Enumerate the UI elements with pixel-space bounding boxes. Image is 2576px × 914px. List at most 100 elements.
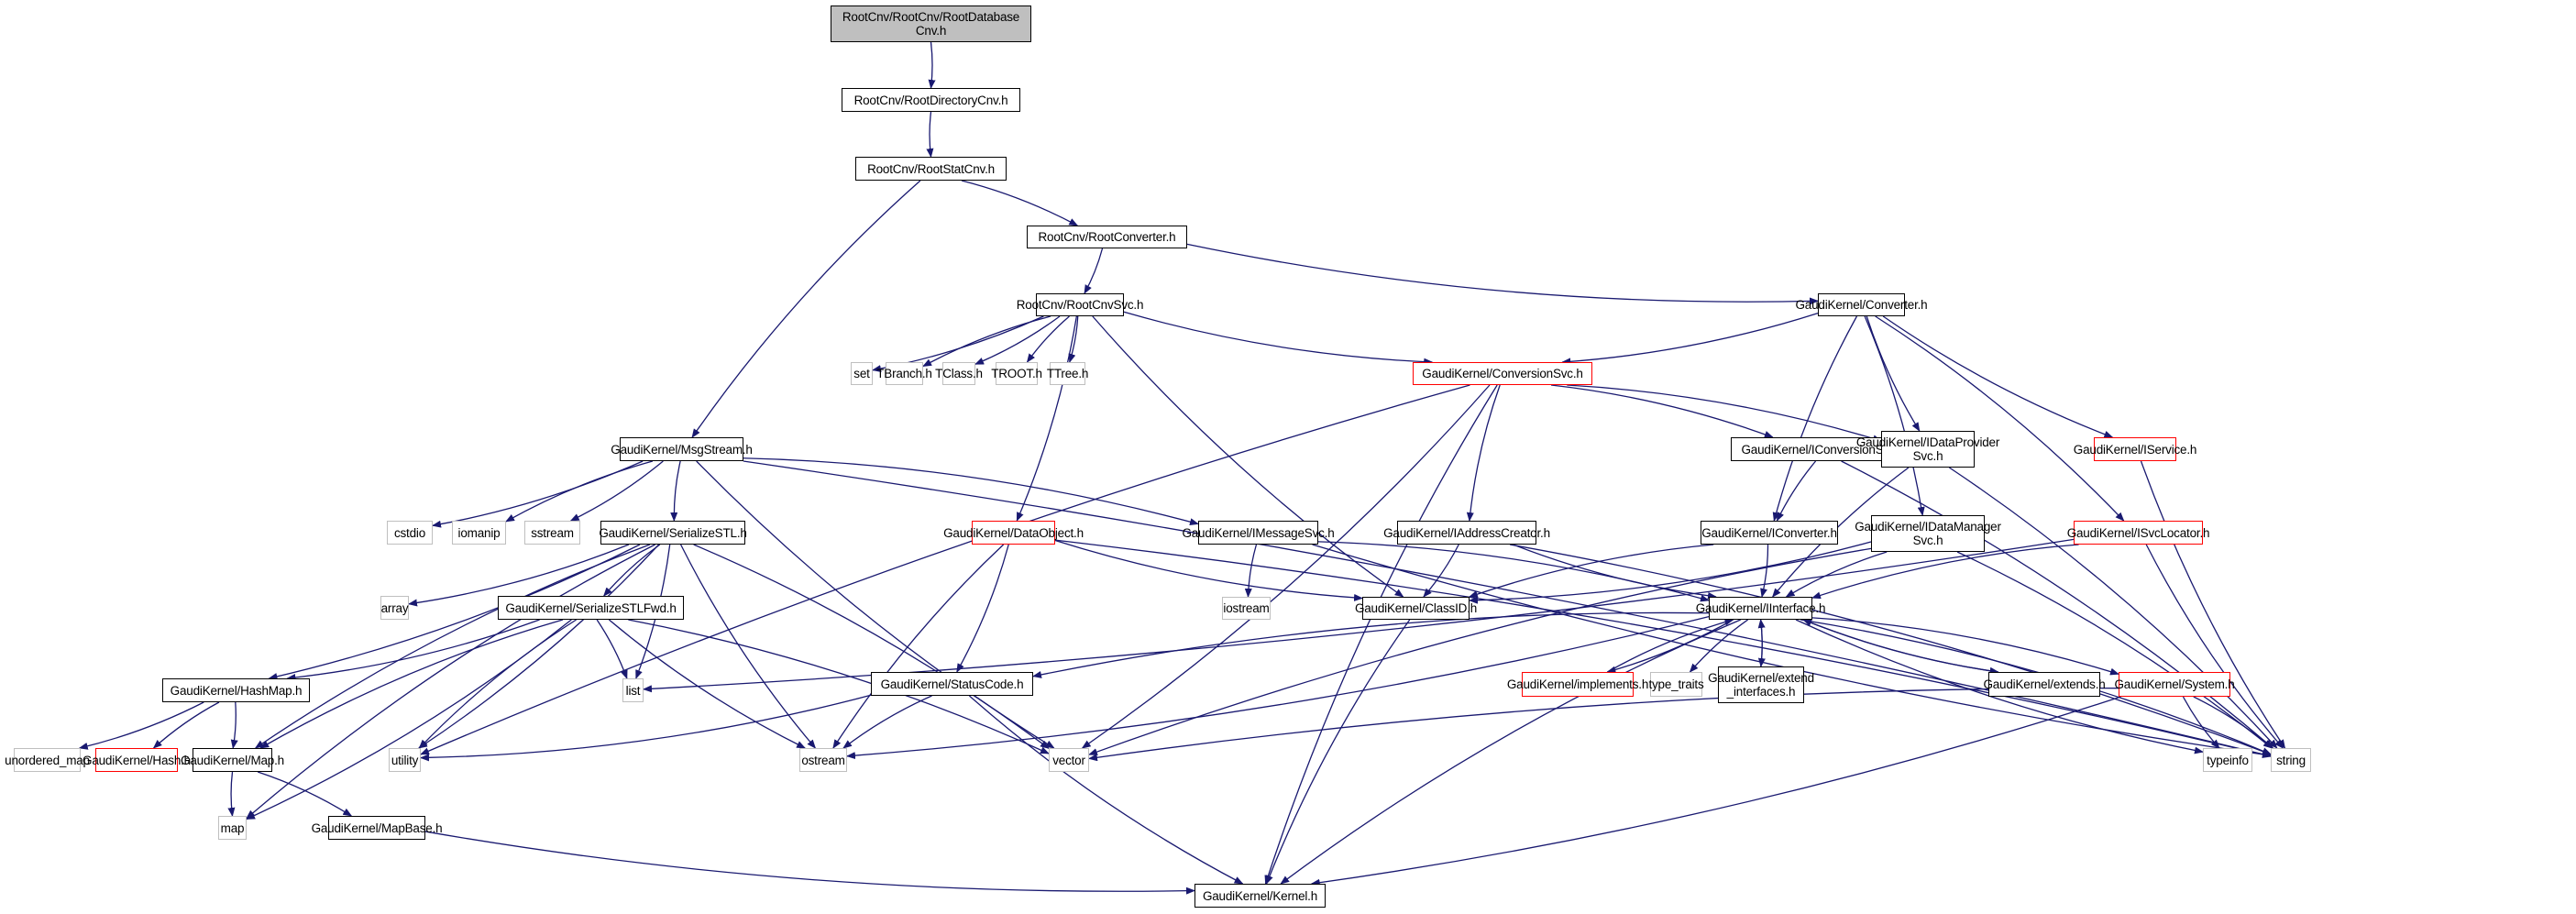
node-ttree: TTree.h <box>1047 362 1088 385</box>
node-iostream: iostream <box>1222 597 1271 620</box>
node-ostream: ostream <box>799 748 847 772</box>
edge-converter-to-iservice <box>1882 315 2114 438</box>
edge-idatamgr-to-string <box>1956 551 2273 749</box>
edge-statuscode-to-kernel <box>968 695 1244 885</box>
node-iconverter[interactable]: GaudiKernel/IConverter.h <box>1701 521 1838 545</box>
node-iservice[interactable]: GaudiKernel/IService.h <box>2074 437 2196 461</box>
edge-iaddr-to-iinterface <box>1513 544 1717 600</box>
edge-rootconv-to-rootcnvsvc <box>1084 248 1104 294</box>
node-root-cnv-svc[interactable]: RootCnv/RootCnvSvc.h <box>1017 293 1143 316</box>
node-conversion-svc[interactable]: GaudiKernel/ConversionSvc.h <box>1413 362 1592 385</box>
node-imessage-svc[interactable]: GaudiKernel/IMessageSvc.h <box>1182 521 1335 545</box>
node-root-stat-cnv[interactable]: RootCnv/RootStatCnv.h <box>855 157 1007 181</box>
node-idata-manager-svc[interactable]: GaudiKernel/IDataManager Svc.h <box>1855 515 2001 552</box>
node-data-object[interactable]: GaudiKernel/DataObject.h <box>943 521 1084 545</box>
node-tclass: TClass.h <box>935 362 983 385</box>
node-type-traits: type_traits <box>1648 672 1704 697</box>
edge-hashmap-to-unordmap <box>78 701 204 750</box>
edge-rootconv-to-converter <box>1186 243 1819 305</box>
node-system[interactable]: GaudiKernel/System.h <box>2114 672 2235 697</box>
edge-map_h-to-mapbase <box>257 771 353 817</box>
edge-imsgsvc-to-string <box>1312 544 2272 758</box>
node-serialize-stl[interactable]: GaudiKernel/SerializeSTL.h <box>599 521 747 545</box>
node-idata-provider-svc[interactable]: GaudiKernel/IDataProvider Svc.h <box>1856 431 1999 468</box>
edge-system-to-typeinfo <box>2182 696 2220 749</box>
edge-iconverter-to-iinterface <box>1760 544 1769 598</box>
edge-iinterface-to-typeinfo <box>1795 619 2204 754</box>
edge-msgstream-to-imsgsvc <box>743 457 1199 526</box>
edge-serstl-to-serstlfwd <box>603 544 661 597</box>
edge-imsgsvc-to-iostream <box>1244 544 1258 598</box>
node-map-header[interactable]: GaudiKernel/Map.h <box>181 748 284 772</box>
edge-converter-to-idatamgr <box>1864 315 1925 516</box>
edge-iinterface-to-typetraits <box>1689 619 1749 673</box>
edge-convsvc-to-iaddr <box>1466 384 1501 522</box>
node-map-base[interactable]: GaudiKernel/MapBase.h <box>312 816 443 840</box>
edge-map_h-to-map <box>227 771 236 817</box>
edge-system-to-kernel <box>1310 696 2121 886</box>
edge-mapbase-to-kernel <box>424 831 1195 895</box>
edge-hashmap-to-hash <box>152 701 220 749</box>
node-vector: vector <box>1049 748 1089 772</box>
edge-rootcnvsvc-to-classid <box>1092 315 1404 598</box>
edge-iinterface-to-kernel <box>1280 619 1741 885</box>
edge-serstlfwd-to-map <box>246 619 572 820</box>
node-kernel[interactable]: GaudiKernel/Kernel.h <box>1194 884 1326 908</box>
node-iinterface[interactable]: GaudiKernel/IInterface.h <box>1696 597 1825 620</box>
edge-convsvc-to-kernel <box>1264 384 1498 885</box>
edge-rootcnvsvc-to-dataobj <box>1016 315 1077 522</box>
node-set: set <box>851 362 873 385</box>
edge-iconvsvc-to-iconverter <box>1776 460 1817 522</box>
node-extend-interfaces[interactable]: GaudiKernel/extend _interfaces.h <box>1708 666 1814 703</box>
edge-statuscode-to-utility <box>420 694 872 762</box>
edge-rootstat-to-msgstream <box>691 180 921 438</box>
node-hash-map[interactable]: GaudiKernel/HashMap.h <box>162 678 310 702</box>
node-cstdio: cstdio <box>387 521 433 545</box>
edge-statuscode-to-ostream <box>842 695 932 749</box>
node-tbranch: TBranch.h <box>876 362 932 385</box>
edge-idatamgr-to-classid <box>1469 541 1872 604</box>
edge-isvcloc-to-string <box>2145 544 2284 749</box>
node-root-directory-cnv[interactable]: RootCnv/RootDirectoryCnv.h <box>842 88 1020 112</box>
edge-converter-to-convsvc <box>1561 312 1819 366</box>
node-extends[interactable]: GaudiKernel/extends.h <box>1983 672 2106 697</box>
edge-serstl-to-vector <box>693 544 1050 749</box>
edge-serstlfwd-to-list <box>596 619 628 679</box>
edge-isvcloc-to-list <box>643 538 2075 693</box>
edge-serstl-to-ostream <box>680 544 817 749</box>
node-map: map <box>218 816 247 840</box>
node-implements[interactable]: GaudiKernel/implements.h <box>1507 672 1648 697</box>
edge-system-to-string <box>2193 696 2273 749</box>
node-class-id[interactable]: GaudiKernel/ClassID.h <box>1355 597 1477 620</box>
edge-dataobj-to-string <box>1054 539 2272 758</box>
node-status-code[interactable]: GaudiKernel/StatusCode.h <box>871 672 1033 696</box>
node-isvc-locator[interactable]: GaudiKernel/ISvcLocator.h <box>2067 521 2210 545</box>
node-iaddress-creator[interactable]: GaudiKernel/IAddressCreator.h <box>1383 521 1550 545</box>
edge-dataobj-to-statuscode <box>956 544 1009 673</box>
edge-iconverter-to-classid <box>1468 544 1714 598</box>
node-root-converter[interactable]: RootCnv/RootConverter.h <box>1027 226 1187 248</box>
edge-msgstream-to-serstl <box>670 460 681 522</box>
edge-iservice-to-string <box>2140 460 2286 749</box>
edge-serstlfwd-to-hashmap <box>286 619 540 681</box>
edge-rootdb-to-rootdir <box>928 41 936 89</box>
edge-convsvc-to-idataprov <box>1567 384 1882 443</box>
node-serialize-stl-fwd[interactable]: GaudiKernel/SerializeSTLFwd.h <box>498 596 684 620</box>
edge-convsvc-to-vector <box>1081 384 1491 749</box>
edge-serstlfwd-to-ostream <box>608 619 807 749</box>
edge-convsvc-to-iconvsvc <box>1550 384 1774 438</box>
node-hash[interactable]: GaudiKernel/Hash.h <box>83 748 191 772</box>
node-root-database-cnv[interactable]: RootCnv/RootCnv/RootDatabase Cnv.h <box>831 6 1031 42</box>
edge-idatamgr-to-iinterface <box>1785 551 1888 598</box>
edge-rootstat-to-rootconv <box>961 180 1079 226</box>
edge-msgstream-to-sstream <box>569 460 664 522</box>
edge-serstlfwd-to-map_h <box>259 619 564 749</box>
edge-dataobj-to-classid <box>1054 539 1363 601</box>
edge-iaddr-to-string <box>1510 544 2272 755</box>
edge-rootcnvsvc-to-troot <box>1026 315 1070 363</box>
node-converter[interactable]: GaudiKernel/Converter.h <box>1796 293 1928 316</box>
edge-serstl-to-array <box>408 544 630 607</box>
edge-idatamgr-to-vector <box>1088 547 1872 755</box>
node-msg-stream[interactable]: GaudiKernel/MsgStream.h <box>611 437 753 461</box>
